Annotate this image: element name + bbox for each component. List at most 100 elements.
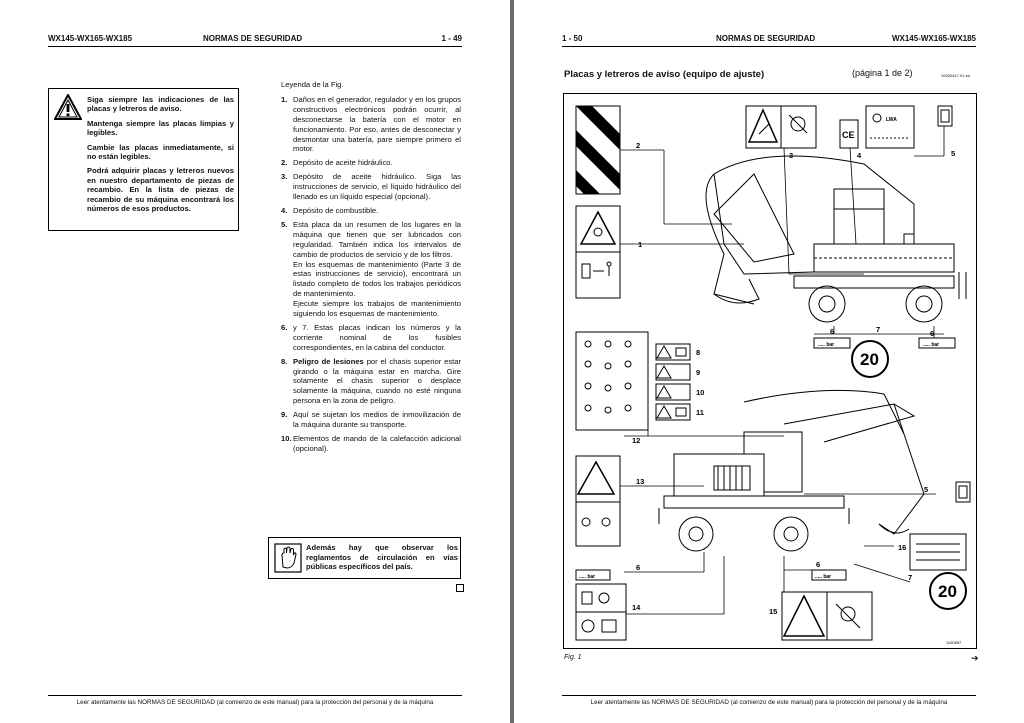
right-page-footer: Leer atentamente las NORMAS DE SEGURIDAD…: [590, 699, 948, 706]
callout-16: 16: [898, 543, 906, 552]
pressure-label: [575, 569, 611, 581]
header-rule: [562, 46, 976, 47]
legend-number: 4.: [281, 205, 288, 215]
warning-text: Siga siempre las indicaciones de las pla…: [87, 95, 234, 218]
legend-number: 1.: [281, 94, 288, 104]
left-page-header: WX145-WX165-WX185 NORMAS DE SEGURIDAD 1 …: [48, 34, 462, 46]
header-section: NORMAS DE SEGURIDAD: [716, 34, 816, 43]
callout-15: 15: [769, 607, 777, 616]
note-text: Además hay que observar los reglamentos …: [306, 543, 458, 571]
pressure-label-text: ..... bar: [923, 342, 939, 348]
hand-stop-icon: [274, 543, 302, 573]
left-page: WX145-WX165-WX185 NORMAS DE SEGURIDAD 1 …: [0, 0, 510, 723]
warning-paragraph: Siga siempre las indicaciones de las pla…: [87, 95, 234, 114]
warning-paragraph: Cambie las placas inmediatamente, si no …: [87, 142, 234, 162]
crush-warning-sign-13: [575, 455, 621, 547]
callout-9: 9: [696, 368, 700, 377]
excavator-side-view: [705, 155, 967, 323]
figure-page-indicator: (página 1 de 2): [852, 68, 913, 78]
legend-title: Leyenda de la Fig.: [281, 80, 344, 89]
pressure-label: [811, 569, 847, 581]
lubrication-plate-5-bottom: [955, 481, 971, 503]
legend-item: 10.Elementos de mando de la calefacción …: [281, 434, 461, 454]
hazard-sign-15: [781, 591, 873, 641]
end-of-section-mark: [456, 584, 464, 592]
callout-12: 12: [632, 436, 640, 445]
legend-bold-text: Peligro de lesiones: [293, 356, 364, 366]
legend-item: 8. Peligro de lesiones por el chasis supe…: [281, 357, 461, 407]
warning-paragraph: Mantenga siempre las placas limpias y le…: [87, 118, 234, 138]
legend-item: 2.Depósito de aceite hidráulico.: [281, 158, 461, 168]
legend-item: 4. Depósito de combustible.: [281, 206, 461, 216]
noise-label: [865, 105, 915, 149]
header-section: NORMAS DE SEGURIDAD: [203, 34, 303, 43]
header-rule: [48, 46, 462, 47]
callout-5-bottom: 5: [924, 485, 928, 494]
legend-number: 5.: [281, 219, 288, 229]
battery-warning-sign: [575, 205, 621, 299]
header-model: WX145-WX165-WX185: [48, 34, 133, 43]
leader-lines-top: [620, 126, 945, 340]
figure-title: Placas y letreros de aviso (equipo de aj…: [564, 69, 765, 80]
hazard-stripe-panel: [575, 105, 621, 195]
callout-13: 13: [636, 477, 644, 486]
header-page-number: 1 - 49: [441, 34, 462, 43]
legend-number: 10.: [281, 434, 292, 443]
legend-text-extra: Ejecute siempre los trabajos de mantenim…: [293, 299, 461, 319]
ce-label: [839, 119, 859, 149]
leader-lines-bottom: [618, 430, 936, 615]
right-page: 1 - 50 NORMAS DE SEGURIDAD WX145-WX165-W…: [514, 0, 1024, 723]
legend-text: Depósito de combustible.: [293, 205, 379, 215]
figure-1: 1 2 3 4 5 5 6 6 6 6 7 7 8 9 10 11 12 13 …: [563, 93, 977, 649]
footer-rule: [48, 695, 462, 696]
figure-legend: Leyenda de la Fig. 1. Daños en el generad…: [281, 80, 461, 458]
data-plate-16: [909, 533, 967, 571]
legend-item: 9.Aquí se sujetan los medios de inmovili…: [281, 410, 461, 430]
legend-number: 8.: [281, 356, 288, 366]
legend-text: por el chasis superior estar girando o l…: [293, 356, 462, 406]
header-model: WX145-WX165-WX185: [891, 34, 976, 43]
warning-signs-diagram: 1 2 3 4 5 5 6 6 6 6 7 7 8 9 10 11 12 13 …: [575, 105, 971, 645]
callout-6: 6: [816, 560, 820, 569]
pressure-label-text: ..... bar: [815, 574, 831, 580]
legend-text: Aquí se sujetan los medios de inmoviliza…: [293, 410, 461, 430]
callout-6: 6: [930, 329, 934, 338]
legend-text-extra: En los esquemas de mantenimiento (Parte …: [293, 259, 461, 299]
legend-text: Depósito de aceite hidráulico.: [293, 158, 393, 168]
lubrication-plate-5-top: [937, 105, 953, 127]
legend-item: 3.Depósito de aceite hidráulico. Siga la…: [281, 172, 461, 202]
signs-8-11: [655, 343, 691, 421]
figure-code: 10000447.01-es: [941, 73, 970, 78]
callout-7: 7: [908, 573, 912, 582]
legend-item: 6. y 7. Estas placas indican los números …: [281, 323, 461, 353]
pressure-label-text: ..... bar: [579, 574, 595, 580]
left-page-footer: Leer atentamente las NORMAS DE SEGURIDAD…: [76, 699, 434, 706]
legend-item: 1. Daños en el generador, regulador y en …: [281, 95, 461, 154]
warning-box: Siga siempre las indicaciones de las pla…: [48, 88, 239, 231]
speed-sign-text: 20: [938, 582, 957, 601]
callout-4: 4: [857, 151, 862, 160]
pressure-label: [813, 337, 851, 349]
callout-8: 8: [696, 348, 700, 357]
legend-number: 3.: [281, 172, 288, 182]
next-page-arrow-icon: ➔: [971, 653, 979, 663]
speed-limit-sign: [851, 340, 889, 378]
pressure-label-text: ..... bar: [818, 342, 834, 348]
lwa-mark-text: LWA: [886, 117, 897, 123]
legend-text: Elementos de mando de la calefacción adi…: [293, 434, 461, 453]
callout-14: 14: [632, 603, 641, 612]
figure-caption: Fig. 1: [564, 654, 582, 661]
maintenance-pictogram-panel: [575, 331, 649, 431]
speed-limit-sign: [929, 572, 967, 610]
legend-text: Daños en el generador, regulador y en lo…: [293, 94, 461, 154]
note-box: Además hay que observar los reglamentos …: [268, 537, 461, 579]
speed-sign-text: 20: [860, 350, 879, 369]
right-page-header: 1 - 50 NORMAS DE SEGURIDAD WX145-WX165-W…: [562, 34, 976, 46]
callout-10: 10: [696, 388, 704, 397]
callout-1: 1: [638, 240, 642, 249]
legend-text: y 7. Estas placas indican los números y …: [293, 322, 461, 352]
legend-number: 6.: [281, 322, 288, 332]
callout-3: 3: [789, 151, 793, 160]
heater-control-sign-14: [575, 583, 627, 641]
callout-11: 11: [696, 408, 704, 417]
